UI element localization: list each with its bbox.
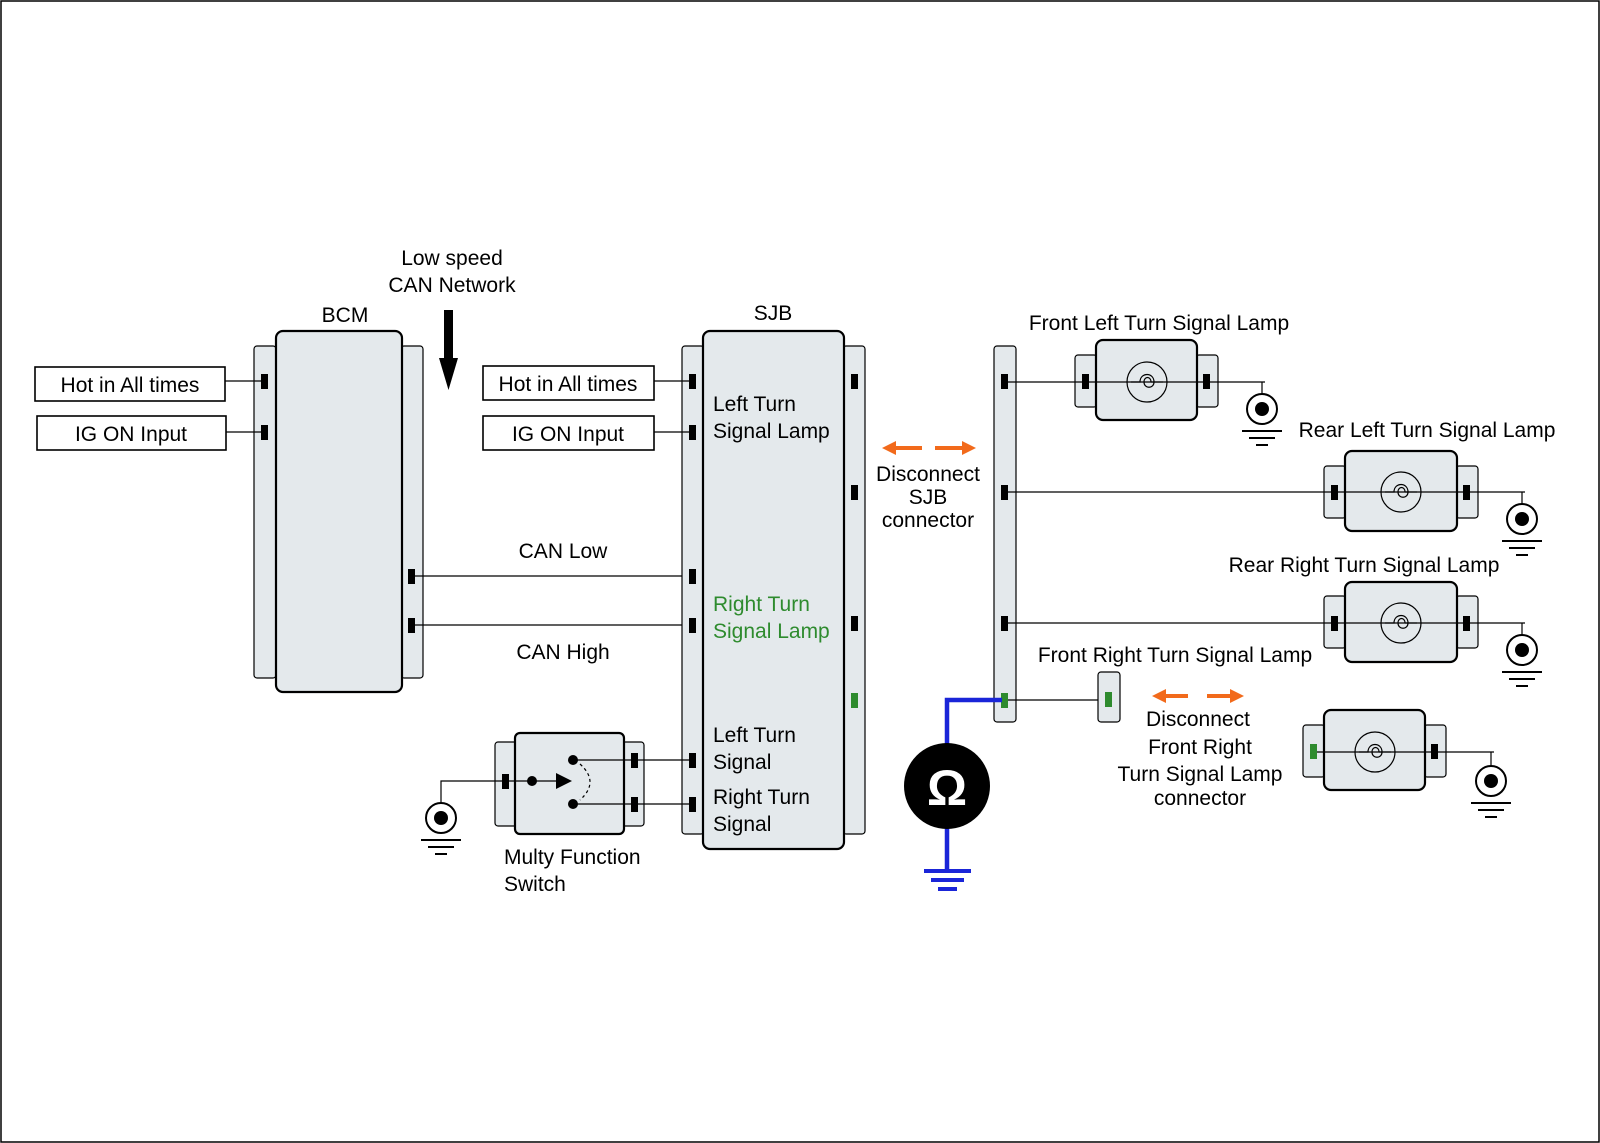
bcm-hot-input-label: Hot in All times bbox=[61, 374, 200, 397]
switch-label-1: Multy Function bbox=[504, 846, 641, 869]
front-right-lamp bbox=[1302, 708, 1494, 792]
sjb-title: SJB bbox=[754, 302, 793, 325]
ohmmeter-icon: Ω bbox=[904, 743, 990, 829]
sjb-right-lamp-label-1: Right Turn bbox=[713, 593, 810, 616]
switch-label-2: Switch bbox=[504, 873, 566, 896]
disconnect-front-right-1: Disconnect bbox=[1146, 708, 1250, 731]
sjb-pin-front-right bbox=[851, 693, 858, 708]
sjb-hot-input-label: Hot in All times bbox=[499, 373, 638, 396]
can-low-label: CAN Low bbox=[519, 540, 609, 563]
sjb-left-lamp-label-1: Left Turn bbox=[713, 393, 796, 416]
can-high-label: CAN High bbox=[516, 641, 609, 664]
bcm-hot-input-box bbox=[34, 366, 226, 402]
disconnect-sjb-1: Disconnect bbox=[876, 463, 980, 486]
double-arrow-icon bbox=[1152, 689, 1244, 703]
ohmmeter-symbol: Ω bbox=[927, 760, 967, 816]
bcm-pin-can-low bbox=[408, 569, 415, 584]
sjb-connector-right bbox=[842, 345, 866, 835]
bcm-pin-ign bbox=[261, 425, 268, 440]
sjb-right-signal-label-1: Right Turn bbox=[713, 786, 810, 809]
sjb-ign-input-label: IG ON Input bbox=[512, 423, 624, 446]
front-left-lamp bbox=[1008, 338, 1265, 422]
rear-left-lamp bbox=[1008, 449, 1525, 533]
bcm-body bbox=[274, 329, 404, 694]
meter-probe-wire bbox=[944, 697, 1002, 750]
front-right-lamp-label: Front Right Turn Signal Lamp bbox=[1038, 644, 1312, 667]
ground-icon bbox=[420, 802, 462, 855]
sjb-left-signal-label-2: Signal bbox=[713, 751, 771, 774]
bcm-title: BCM bbox=[322, 304, 369, 327]
disconnect-sjb-2: SJB bbox=[909, 486, 948, 509]
bcm-pin-can-high bbox=[408, 618, 415, 633]
bcm-ign-input-label: IG ON Input bbox=[75, 423, 187, 446]
arrow-down-icon bbox=[439, 310, 458, 390]
can-network-label-line2: CAN Network bbox=[388, 274, 516, 297]
disconnect-sjb-3: connector bbox=[882, 509, 974, 532]
sjb-right-lamp-label-2: Signal Lamp bbox=[713, 620, 830, 643]
disconnect-front-right-3: Turn Signal Lamp bbox=[1118, 763, 1283, 786]
disconnect-front-right-4: connector bbox=[1154, 787, 1246, 810]
sjb-body bbox=[701, 329, 846, 851]
bcm-pin-hot bbox=[261, 374, 268, 389]
sjb-right-signal-label-2: Signal bbox=[713, 813, 771, 836]
disconnect-front-right-2: Front Right bbox=[1148, 736, 1252, 759]
bcm-connector-left bbox=[253, 345, 277, 679]
can-network-label-line1: Low speed bbox=[401, 247, 503, 270]
sjb-left-lamp-label-2: Signal Lamp bbox=[713, 420, 830, 443]
ground-icon bbox=[1501, 634, 1543, 687]
sjb-module: SJB bbox=[681, 302, 866, 851]
ground-icon bbox=[1501, 503, 1543, 556]
bcm-ign-input-box bbox=[36, 415, 227, 451]
double-arrow-icon bbox=[882, 441, 976, 455]
rear-right-lamp-label: Rear Right Turn Signal Lamp bbox=[1229, 554, 1500, 577]
front-left-lamp-label: Front Left Turn Signal Lamp bbox=[1029, 312, 1289, 335]
sjb-ign-input-box bbox=[482, 415, 655, 451]
ground-icon bbox=[1241, 393, 1283, 446]
switch-icon bbox=[494, 731, 645, 836]
sjb-hot-input-box bbox=[482, 365, 655, 401]
rear-right-lamp bbox=[1008, 580, 1525, 664]
ground-icon bbox=[1470, 765, 1512, 818]
bcm-module: BCM bbox=[253, 304, 424, 694]
rear-left-lamp-label: Rear Left Turn Signal Lamp bbox=[1299, 419, 1556, 442]
sjb-left-signal-label-1: Left Turn bbox=[713, 724, 796, 747]
harness-connector bbox=[993, 345, 1017, 723]
